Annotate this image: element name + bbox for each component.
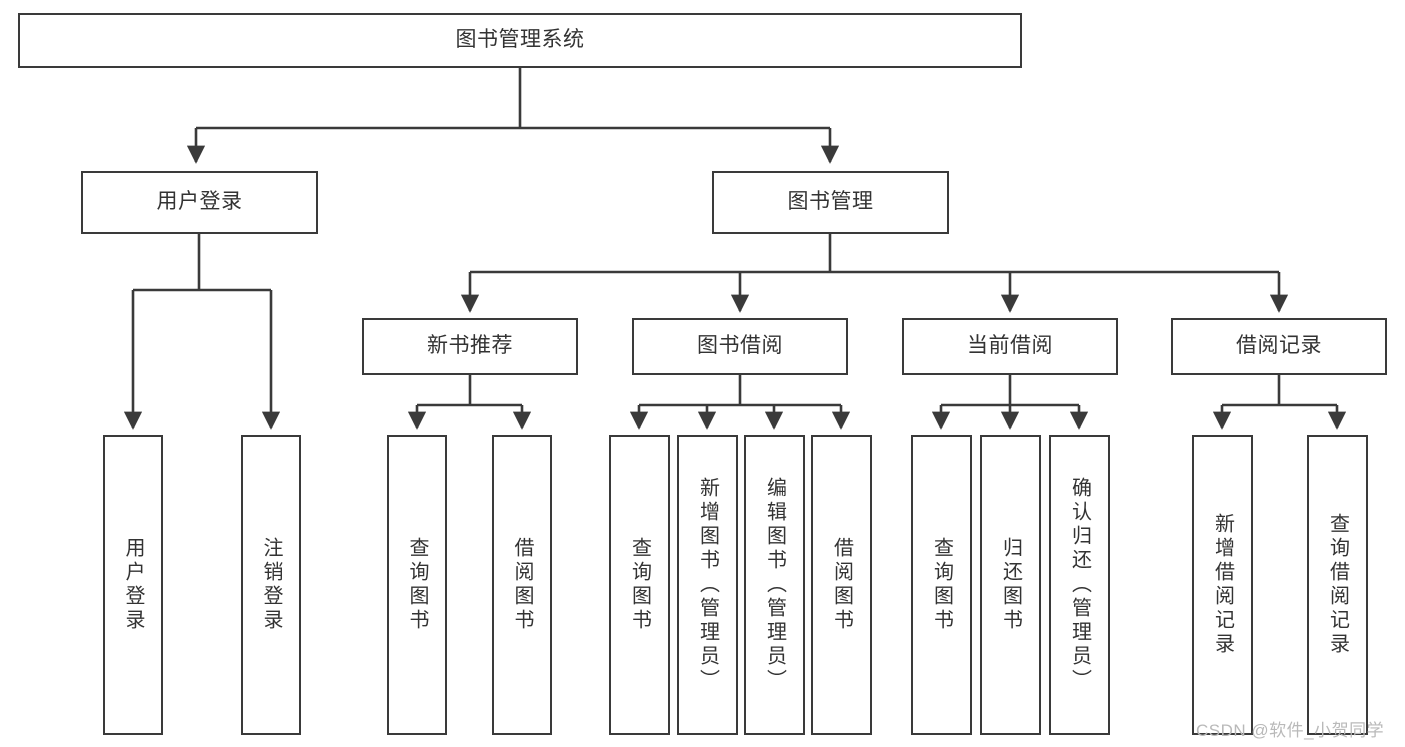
leaf-current-borrow-3[interactable]: 确认归还（管理员）	[1049, 435, 1110, 735]
leaf-book-borrow-2[interactable]: 新增图书（管理员）	[677, 435, 738, 735]
node-label: 新增图书（管理员）	[696, 477, 719, 693]
node-label: 查询图书	[930, 537, 953, 633]
node-label: 查询借阅记录	[1326, 513, 1349, 657]
leaf-borrow-record-1[interactable]: 新增借阅记录	[1192, 435, 1253, 735]
node-label: 新增借阅记录	[1211, 513, 1234, 657]
node-label: 图书管理	[787, 190, 874, 214]
leaf-current-borrow-1[interactable]: 查询图书	[911, 435, 972, 735]
node-label: 查询图书	[406, 537, 428, 633]
leaf-current-borrow-2[interactable]: 归还图书	[980, 435, 1041, 735]
leaf-book-borrow-1[interactable]: 查询图书	[609, 435, 670, 735]
node-user-login[interactable]: 用户登录	[81, 171, 318, 234]
node-label: 图书管理系统	[455, 28, 585, 52]
node-label: 借阅图书	[830, 537, 853, 633]
node-label: 当前借阅	[967, 334, 1053, 358]
node-label: 用户登录	[156, 190, 243, 214]
node-book-management[interactable]: 图书管理	[712, 171, 949, 234]
node-label: 新书推荐	[427, 334, 513, 358]
node-book-borrow[interactable]: 图书借阅	[632, 318, 848, 375]
node-label: 用户登录	[122, 537, 144, 633]
leaf-book-borrow-4[interactable]: 借阅图书	[811, 435, 872, 735]
leaf-book-borrow-3[interactable]: 编辑图书（管理员）	[744, 435, 805, 735]
leaf-borrow-record-2[interactable]: 查询借阅记录	[1307, 435, 1368, 735]
watermark-text: CSDN @软件_小贺同学	[1196, 721, 1385, 740]
node-label: 借阅图书	[511, 537, 533, 633]
node-label: 借阅记录	[1236, 334, 1322, 358]
node-label: 图书借阅	[697, 334, 783, 358]
leaf-new-book-1[interactable]: 查询图书	[387, 435, 447, 735]
node-borrow-record[interactable]: 借阅记录	[1171, 318, 1387, 375]
leaf-new-book-2[interactable]: 借阅图书	[492, 435, 552, 735]
node-label: 归还图书	[999, 537, 1022, 633]
node-current-borrow[interactable]: 当前借阅	[902, 318, 1118, 375]
leaf-user-login-2[interactable]: 注销登录	[241, 435, 301, 735]
node-new-book-recommend[interactable]: 新书推荐	[362, 318, 578, 375]
node-label: 注销登录	[260, 537, 282, 633]
node-root-system[interactable]: 图书管理系统	[18, 13, 1022, 68]
node-label: 编辑图书（管理员）	[763, 477, 786, 693]
node-label: 查询图书	[628, 537, 651, 633]
node-label: 确认归还（管理员）	[1068, 477, 1091, 693]
leaf-user-login-1[interactable]: 用户登录	[103, 435, 163, 735]
